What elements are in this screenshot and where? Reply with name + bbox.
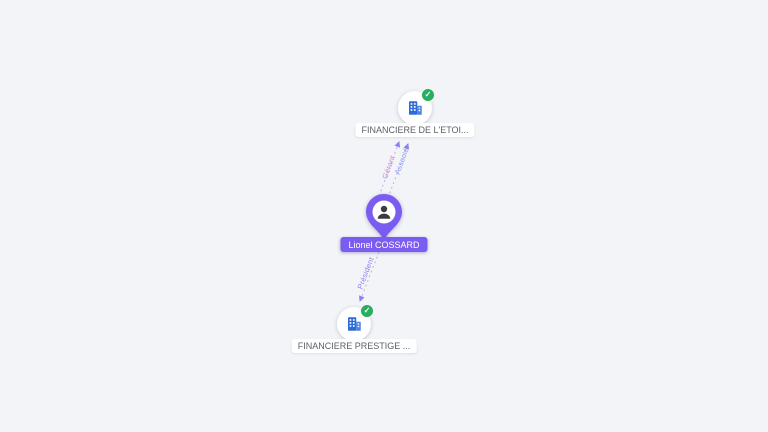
company-node-financiere-de-letoile[interactable]: ✓ [398,88,435,125]
person-label[interactable]: Lionel COSSARD [340,237,428,252]
edge-label-associe: Associé [393,147,411,176]
edge-label-president: Président [355,255,376,290]
verified-badge-check-icon: ✓ [421,88,435,102]
person-node-lionel-cossard[interactable] [364,193,404,241]
building-icon [409,101,422,115]
edge-person-to-company-top: Gérant Associé [378,141,411,199]
company-top-label[interactable]: FINANCIERE DE L'ETOI... [355,123,475,137]
building-icon [348,317,361,331]
company-bottom-label[interactable]: FINANCIERE PRESTIGE ... [291,339,417,353]
verified-badge-check-icon: ✓ [360,304,374,318]
company-node-financiere-prestige[interactable]: ✓ [337,304,374,341]
person-pin-icon [366,194,402,240]
edge-label-gerant: Gérant [380,154,397,180]
edge-person-to-company-bottom: Président [355,251,380,302]
